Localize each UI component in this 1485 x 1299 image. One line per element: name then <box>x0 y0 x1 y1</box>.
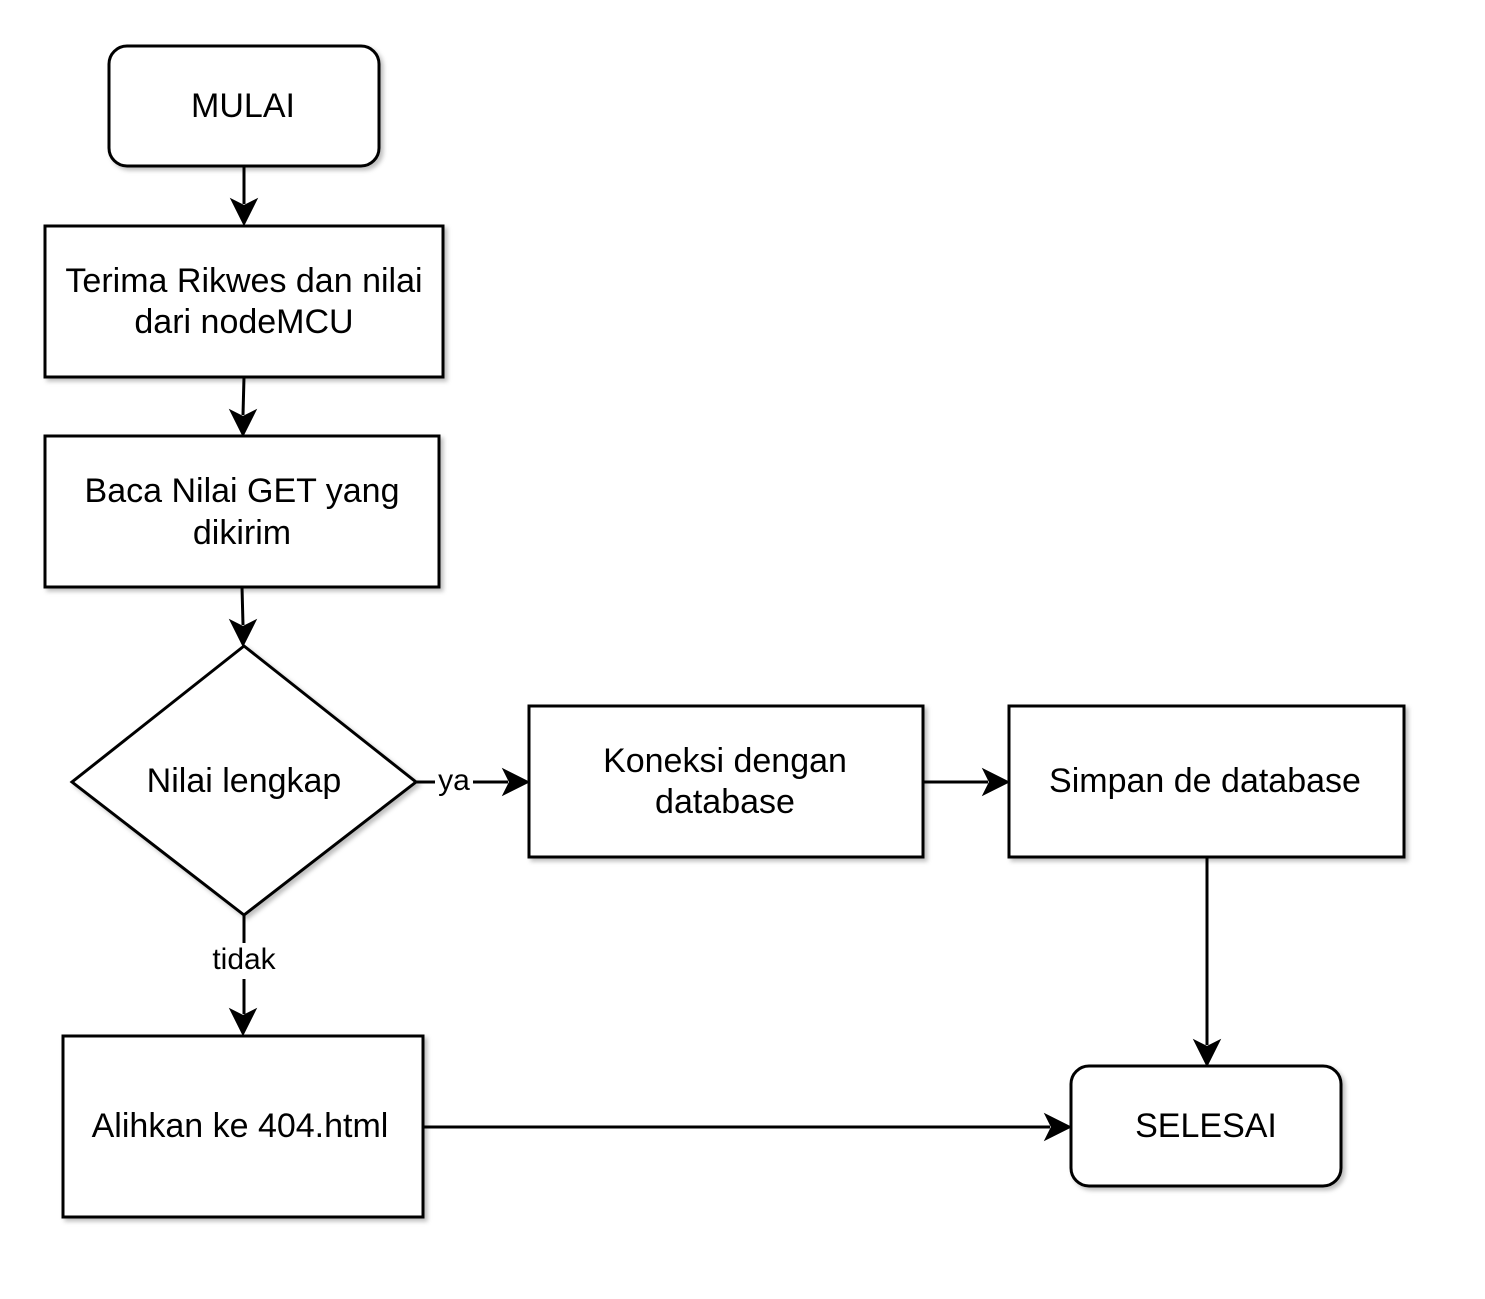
node-read: Baca Nilai GET yang dikirim <box>43 434 441 589</box>
node-connect-label-line1: Koneksi dengan <box>603 742 847 780</box>
node-connect: Koneksi dengan database <box>527 704 925 859</box>
node-end-label: SELESAI <box>1135 1107 1277 1145</box>
arrowhead <box>228 1007 258 1037</box>
edge-label-no: tidak <box>208 943 280 979</box>
edge-label-yes: ya <box>435 764 473 799</box>
arrowhead <box>228 408 258 438</box>
node-receive: Terima Rikwes dan nilai dari nodeMCU <box>43 224 445 379</box>
node-receive-label-line1: Terima Rikwes dan nilai <box>65 262 422 300</box>
node-redirect-label: Alihkan ke 404.html <box>92 1107 389 1145</box>
arrowhead <box>501 767 531 797</box>
node-redirect: Alihkan ke 404.html <box>61 1034 425 1219</box>
arrowhead <box>981 767 1011 797</box>
arrowhead <box>229 197 259 227</box>
node-read-label-line2: dikirim <box>193 514 291 552</box>
edge-read-to-decision <box>240 586 245 626</box>
edge-label-yes-text: ya <box>438 764 470 797</box>
arrowhead <box>228 618 258 648</box>
edge-label-no-text: tidak <box>212 943 276 976</box>
node-end: SELESAI <box>1069 1064 1343 1188</box>
arrowhead <box>1192 1038 1222 1068</box>
node-start: MULAI <box>107 44 381 168</box>
edge-receive-to-read <box>241 376 246 416</box>
node-read-label-line1: Baca Nilai GET yang <box>85 472 400 510</box>
node-receive-label-line2: dari nodeMCU <box>134 303 353 341</box>
edges <box>228 166 1222 1142</box>
node-connect-label-line2: database <box>655 783 795 821</box>
node-save-label: Simpan de database <box>1049 762 1361 800</box>
arrowhead <box>1043 1112 1073 1142</box>
node-decision: Nilai lengkap <box>69 644 419 917</box>
node-decision-label: Nilai lengkap <box>147 762 342 800</box>
node-start-label: MULAI <box>191 87 295 125</box>
node-save: Simpan de database <box>1007 704 1406 859</box>
